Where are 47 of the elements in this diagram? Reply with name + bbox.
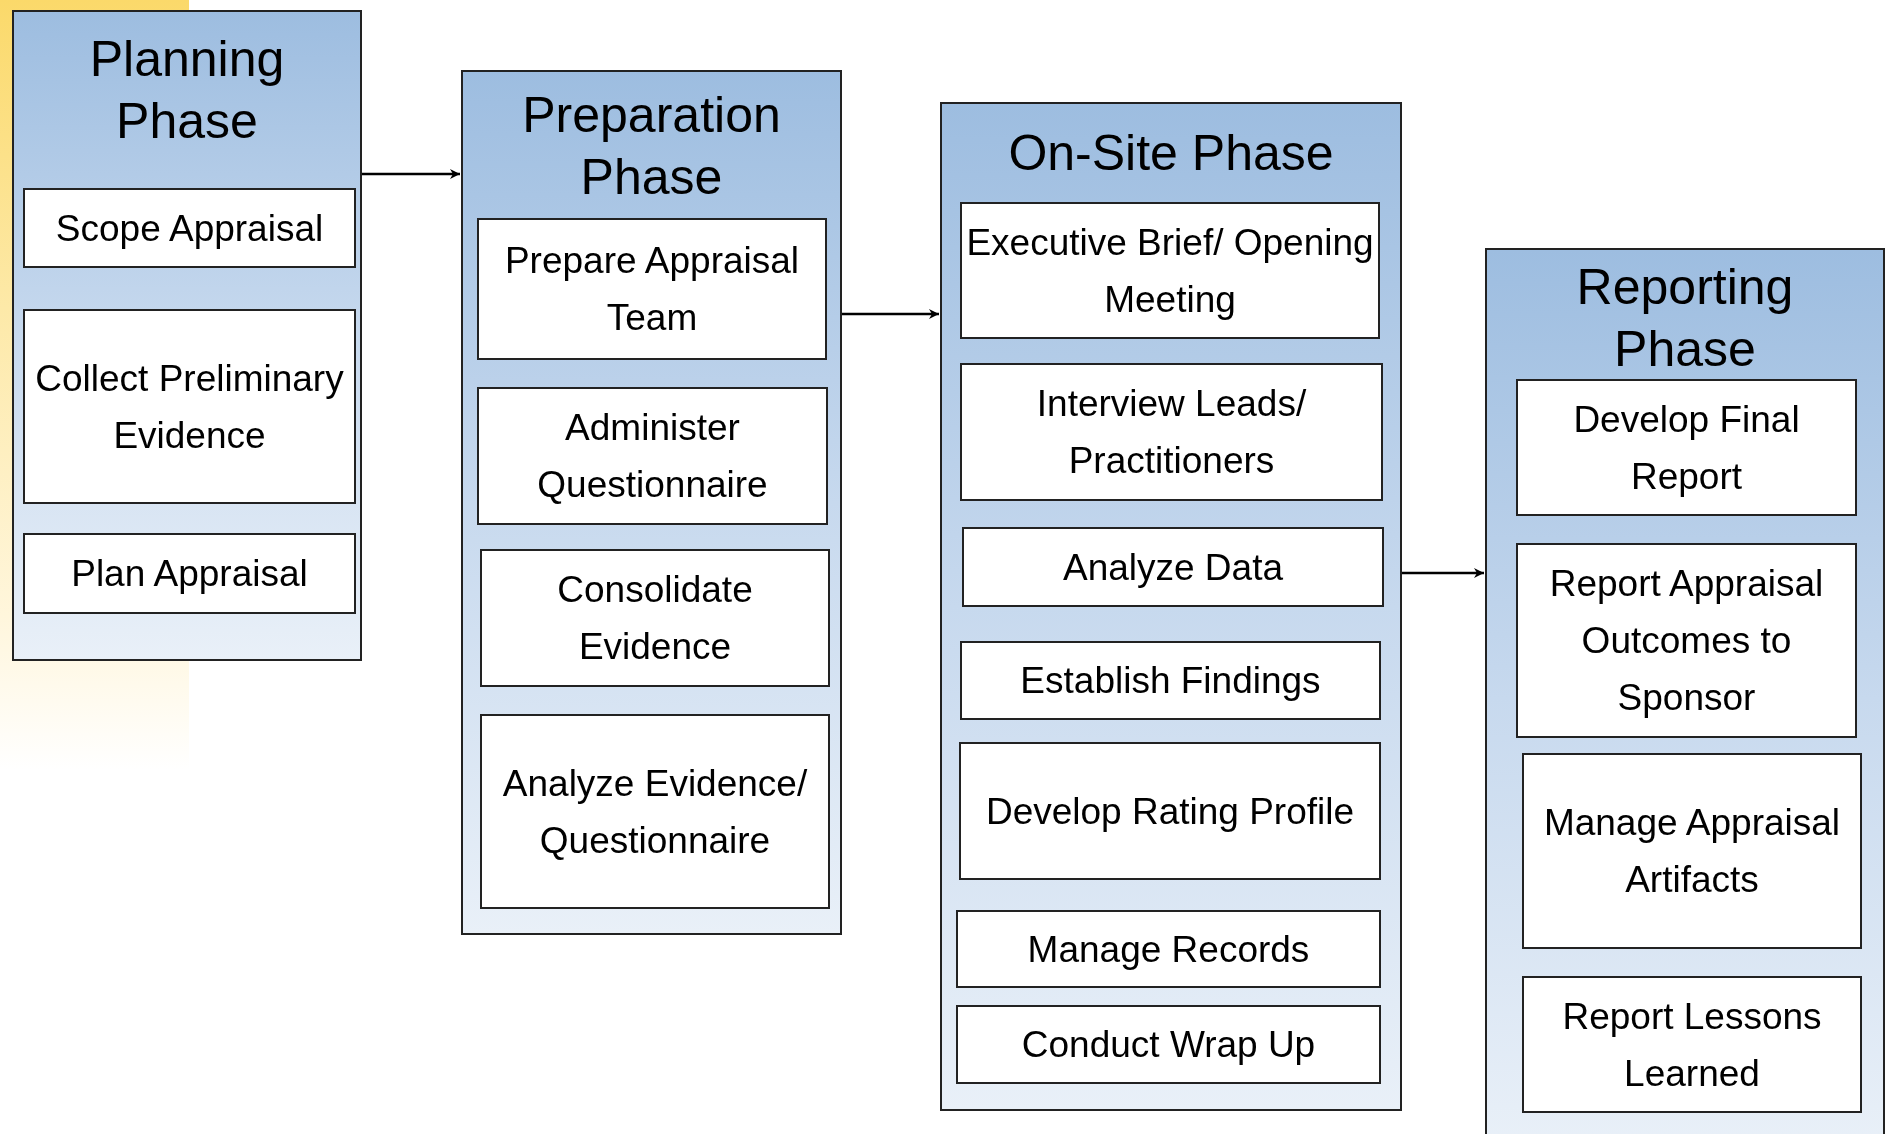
phase-panel xyxy=(940,102,1402,1111)
process-box xyxy=(960,363,1383,501)
step-label: Executive Brief/ Opening Meeting xyxy=(965,220,1375,322)
process-box xyxy=(959,742,1381,880)
phase-heading: Planning Phase xyxy=(88,30,286,151)
process-box xyxy=(956,1005,1381,1084)
step-label: Interview Leads/ Practitioners xyxy=(1035,382,1308,483)
process-box xyxy=(1522,976,1862,1113)
step-label: Prepare Appraisal Team xyxy=(503,239,801,340)
phase-heading: Reporting Phase xyxy=(1575,258,1795,379)
phase-panel xyxy=(1485,248,1885,1134)
step-label: Analyze Data xyxy=(1061,545,1285,590)
step-label: Develop Final Report xyxy=(1572,397,1801,499)
process-box xyxy=(960,641,1381,720)
arrow xyxy=(1402,568,1484,578)
process-box xyxy=(477,387,828,525)
step-label: Report Lessons Learned xyxy=(1561,994,1823,1096)
step-label: Establish Findings xyxy=(1019,659,1322,703)
step-label: Manage Records xyxy=(1026,927,1311,972)
process-box xyxy=(480,714,830,909)
process-box xyxy=(960,202,1380,339)
process-box xyxy=(480,549,830,687)
step-label: Manage Appraisal Artifacts xyxy=(1542,801,1842,902)
step-label: Analyze Evidence/ Questionnaire xyxy=(501,761,809,863)
phase-heading: On-Site Phase xyxy=(1007,124,1335,183)
process-box xyxy=(477,218,827,360)
arrow xyxy=(842,309,939,319)
process-box xyxy=(23,309,356,504)
process-box xyxy=(956,910,1381,988)
step-label: Develop Rating Profile xyxy=(984,789,1356,834)
arrow xyxy=(362,169,460,179)
step-label: Collect Preliminary Evidence xyxy=(34,356,345,458)
process-box xyxy=(1522,753,1862,949)
phase-panel xyxy=(461,70,842,935)
process-box xyxy=(23,533,356,614)
step-label: Scope Appraisal xyxy=(54,206,325,251)
process-box xyxy=(23,188,356,268)
process-box xyxy=(962,527,1384,607)
step-label: Consolidate Evidence xyxy=(556,568,754,669)
step-label: Conduct Wrap Up xyxy=(1020,1023,1317,1067)
step-label: Administer Questionnaire xyxy=(536,406,769,507)
phase-heading: Preparation Phase xyxy=(521,86,782,207)
step-label: Plan Appraisal xyxy=(70,552,309,596)
phase-panel xyxy=(12,10,362,661)
process-box xyxy=(1516,379,1857,516)
process-box xyxy=(1516,543,1857,738)
step-label: Report Appraisal Outcomes to Sponsor xyxy=(1548,562,1825,720)
